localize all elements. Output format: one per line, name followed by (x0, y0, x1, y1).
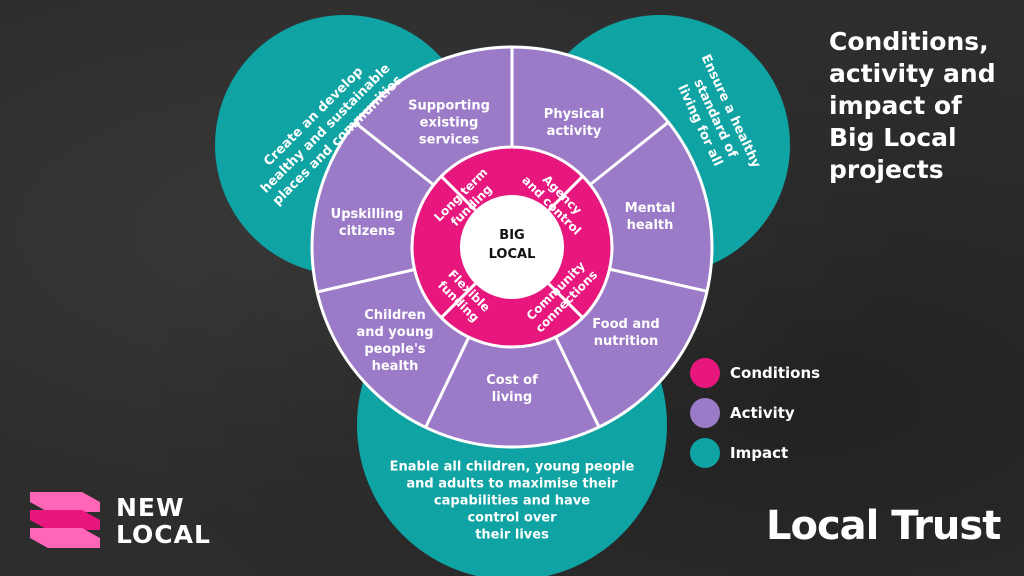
legend-swatch-impact (690, 438, 720, 468)
local-trust-logo: Local Trust (766, 503, 1001, 549)
legend-item-activity: Activity (690, 393, 820, 433)
new-local-logo: NEW LOCAL (30, 488, 210, 554)
condition-divider (547, 282, 584, 319)
center-circle (460, 195, 564, 299)
legend-label-conditions: Conditions (730, 364, 821, 382)
activity-divider (424, 336, 471, 429)
legend-label-impact: Impact (730, 444, 789, 462)
conditions-dividers (440, 175, 584, 319)
activity-divider (354, 121, 435, 187)
activity-divider (589, 121, 670, 186)
condition-divider (440, 282, 477, 319)
new-local-mark-icon (30, 492, 100, 548)
page-title: Conditions, activity and impact of Big L… (829, 27, 996, 184)
new-local-wordmark: NEW LOCAL (116, 493, 211, 549)
legend-swatch-activity (690, 398, 720, 428)
activity-divider (609, 267, 708, 293)
activity-divider (554, 336, 601, 428)
center-label-line1: BIG (499, 228, 524, 243)
activity-dividers (316, 47, 708, 429)
legend-item-conditions: Conditions (690, 353, 820, 393)
activity-divider (316, 268, 415, 294)
legend-swatch-conditions (690, 358, 720, 388)
legend-label-activity: Activity (730, 404, 795, 422)
legend-item-impact: Impact (690, 433, 820, 473)
center-label-line2: LOCAL (489, 247, 536, 262)
local-trust-wordmark: Local Trust (766, 503, 1001, 549)
condition-divider (547, 175, 584, 212)
legend: Conditions Activity Impact (690, 353, 820, 473)
condition-divider (440, 175, 477, 212)
